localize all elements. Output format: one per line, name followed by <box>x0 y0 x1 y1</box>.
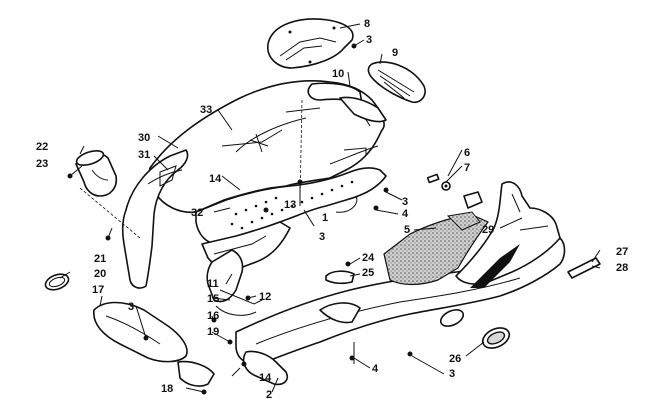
callout-25: 25 <box>362 267 374 279</box>
callout-23: 23 <box>36 158 48 170</box>
hood-trim-part <box>307 82 387 123</box>
callout-13: 13 <box>284 199 296 211</box>
callout-28: 28 <box>616 262 628 274</box>
washer-part <box>441 181 451 191</box>
callout-12: 12 <box>259 291 271 303</box>
side-panel-part <box>121 149 189 289</box>
callout-1: 1 <box>322 212 328 224</box>
callout-3: 3 <box>402 196 408 208</box>
callout-3: 3 <box>366 34 372 46</box>
dome-cover-part <box>267 18 354 69</box>
callout-20: 20 <box>94 268 106 280</box>
callout-9: 9 <box>392 47 398 59</box>
callout-3: 3 <box>319 231 325 243</box>
side-fender-part <box>455 181 561 288</box>
callout-30: 30 <box>138 132 150 144</box>
callout-27: 27 <box>616 246 628 258</box>
callout-15: 15 <box>207 293 219 305</box>
small-bracket-part <box>463 191 483 209</box>
callout-10: 10 <box>332 68 344 80</box>
screw-part <box>426 173 440 184</box>
callout-4: 4 <box>402 208 409 220</box>
callout-31: 31 <box>138 149 150 161</box>
callout-5: 5 <box>404 224 410 236</box>
callout-26: 26 <box>449 353 461 365</box>
callout-18: 18 <box>161 383 173 395</box>
lens-part <box>439 309 511 349</box>
callout-17: 17 <box>92 284 104 296</box>
callout-24: 24 <box>362 252 375 264</box>
front-bumper-part <box>93 301 215 387</box>
callout-3: 3 <box>449 368 455 380</box>
callout-3: 3 <box>128 301 134 313</box>
callout-2: 2 <box>266 389 272 401</box>
trim-bar-part <box>567 257 601 279</box>
vent-duct-part <box>75 150 118 197</box>
foam-pad-part <box>383 211 489 286</box>
callout-16: 16 <box>207 310 219 322</box>
vent-grille-part <box>367 61 426 104</box>
callout-32: 32 <box>191 207 203 219</box>
callout-29: 29 <box>482 224 494 236</box>
callout-22: 22 <box>36 141 48 153</box>
callout-6: 6 <box>464 147 470 159</box>
ring-seal-part <box>44 273 70 291</box>
callout-11: 11 <box>207 278 219 290</box>
callout-4: 4 <box>372 363 379 375</box>
callout-7: 7 <box>464 162 470 174</box>
callout-19: 19 <box>207 326 219 338</box>
callout-21: 21 <box>94 253 106 265</box>
grommet-plate-part <box>325 270 355 285</box>
callout-33: 33 <box>200 104 212 116</box>
callout-14: 14 <box>259 372 272 384</box>
callout-14: 14 <box>209 173 222 185</box>
leader-lines <box>59 23 601 393</box>
callout-labels: 1 2 3 3 3 3 3 4 4 5 6 7 8 9 10 11 12 13 … <box>36 18 628 401</box>
callout-8: 8 <box>364 18 370 30</box>
